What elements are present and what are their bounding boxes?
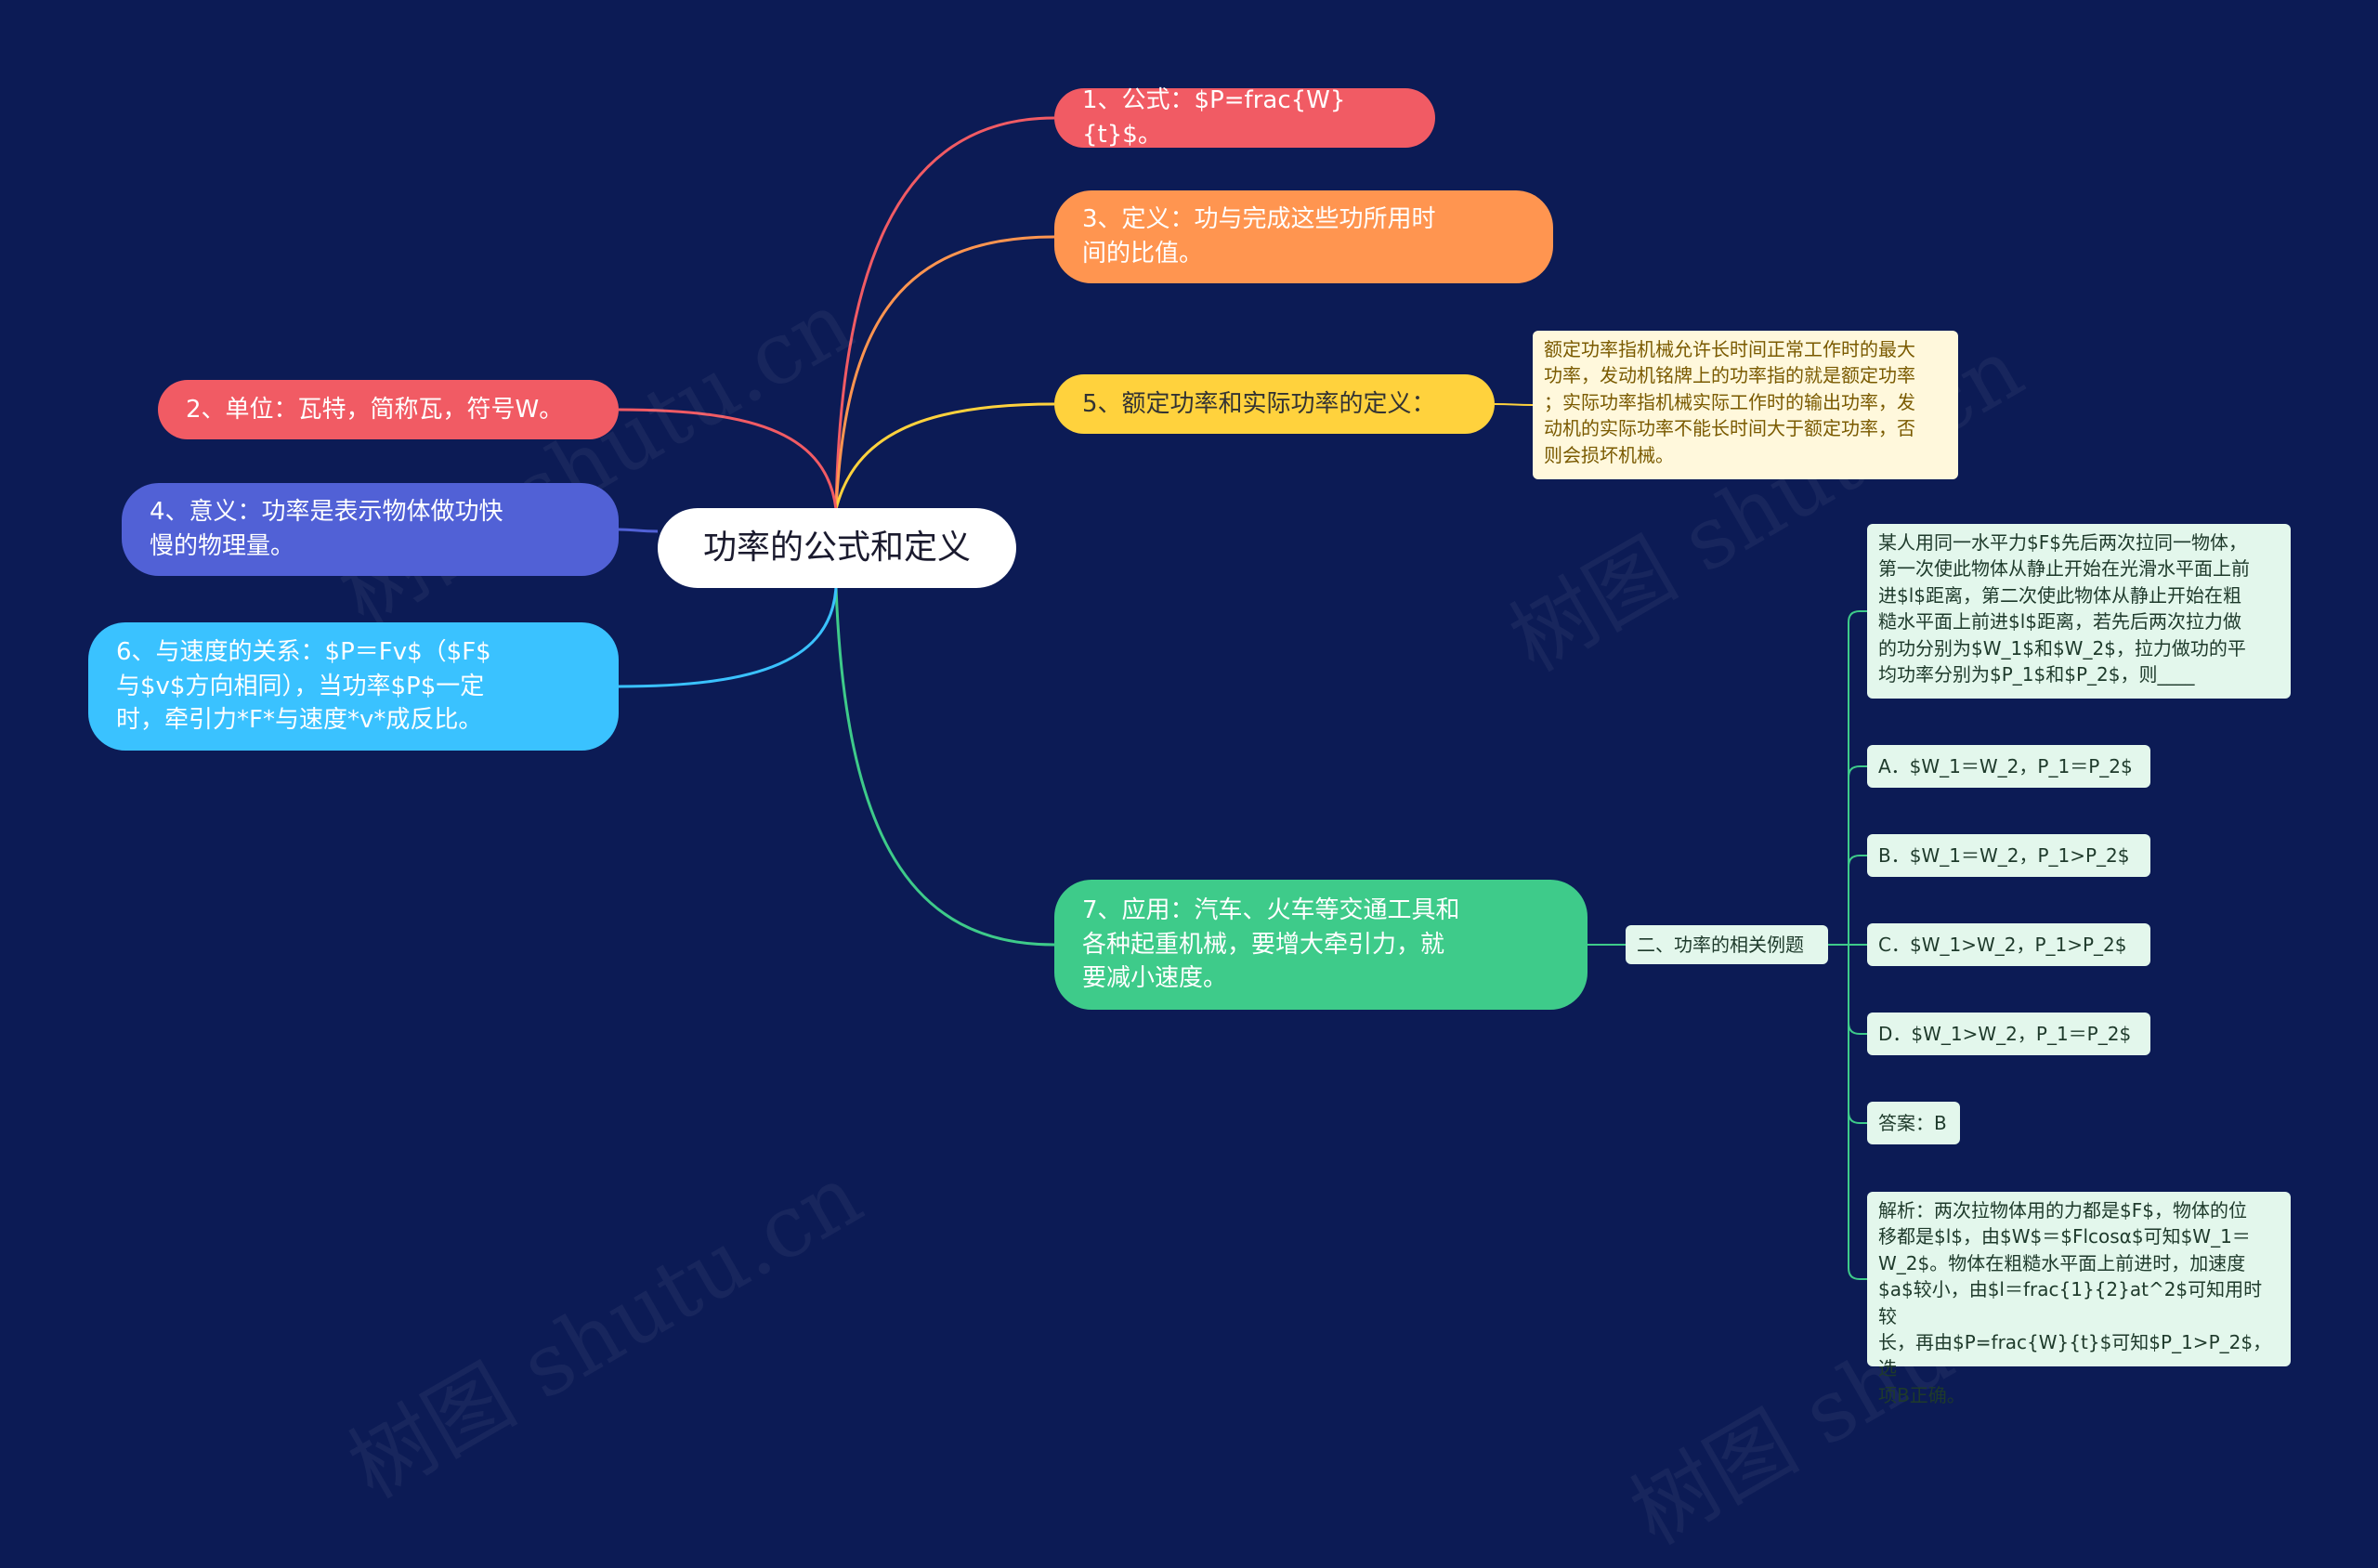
branch-unit[interactable]: 2、单位：瓦特，简称瓦，符号W。 [158,380,619,439]
root-topic[interactable]: 功率的公式和定义 [658,508,1016,588]
rated-power-note: 额定功率指机械允许长时间正常工作时的最大 功率，发动机铭牌上的功率指的就是额定功… [1533,331,1958,479]
branch-rated-power[interactable]: 5、额定功率和实际功率的定义： [1054,374,1495,434]
branch-application[interactable]: 7、应用：汽车、火车等交通工具和 各种起重机械，要增大牵引力，就 要减小速度。 [1054,880,1588,1010]
connector-velocity-relation [618,586,838,688]
connector-example-child-6 [1848,945,1867,1280]
connector-example-child-4 [1848,945,1867,1035]
connector-formula [834,116,1055,510]
mindmap-canvas: 树图 shutu.cn 树图 shutu.cn 树图 shutu.cn 树图 s… [88,86,2291,1564]
branch-meaning[interactable]: 4、意义：功率是表示物体做功快 慢的物理量。 [122,483,619,576]
example-question: 某人用同一水平力$F$先后两次拉同一物体， 第一次使此物体从静止开始在光滑水平面… [1867,524,2291,699]
connector-meaning [618,528,659,533]
option-d[interactable]: D．$W_1>W_2，P_1＝P_2$ [1867,1013,2150,1055]
answer: 答案：B [1867,1102,1960,1144]
option-a[interactable]: A．$W_1＝W_2，P_1＝P_2$ [1867,745,2150,788]
analysis: 解析：两次拉物体用的力都是$F$，物体的位 移都是$l$，由$W$＝$Flcos… [1867,1192,2291,1406]
branch-definition[interactable]: 3、定义：功与完成这些功所用时 间的比值。 [1054,190,1553,283]
connector-definition [834,235,1055,510]
connector-rated-power [834,402,1055,510]
connector-example-child-1 [1848,765,1867,945]
branch-formula[interactable]: 1、公式：$P=frac{W}{t}$。 [1054,86,1435,149]
branch-velocity-relation[interactable]: 6、与速度的关系：$P＝Fv$（$F$ 与$v$方向相同），当功率$P$一定 时… [88,622,619,751]
option-c[interactable]: C．$W_1>W_2，P_1>P_2$ [1867,923,2150,966]
connector-unit [618,408,838,510]
connector-application [834,586,1055,947]
example-label[interactable]: 二、功率的相关例题 [1626,925,1828,964]
connector-rated-note [1494,403,1534,406]
connector-example-child-0 [1848,610,1867,945]
connector-lines [618,116,1867,1280]
connector-example-child-2 [1848,855,1867,945]
option-b[interactable]: B．$W_1＝W_2，P_1>P_2$ [1867,834,2150,877]
